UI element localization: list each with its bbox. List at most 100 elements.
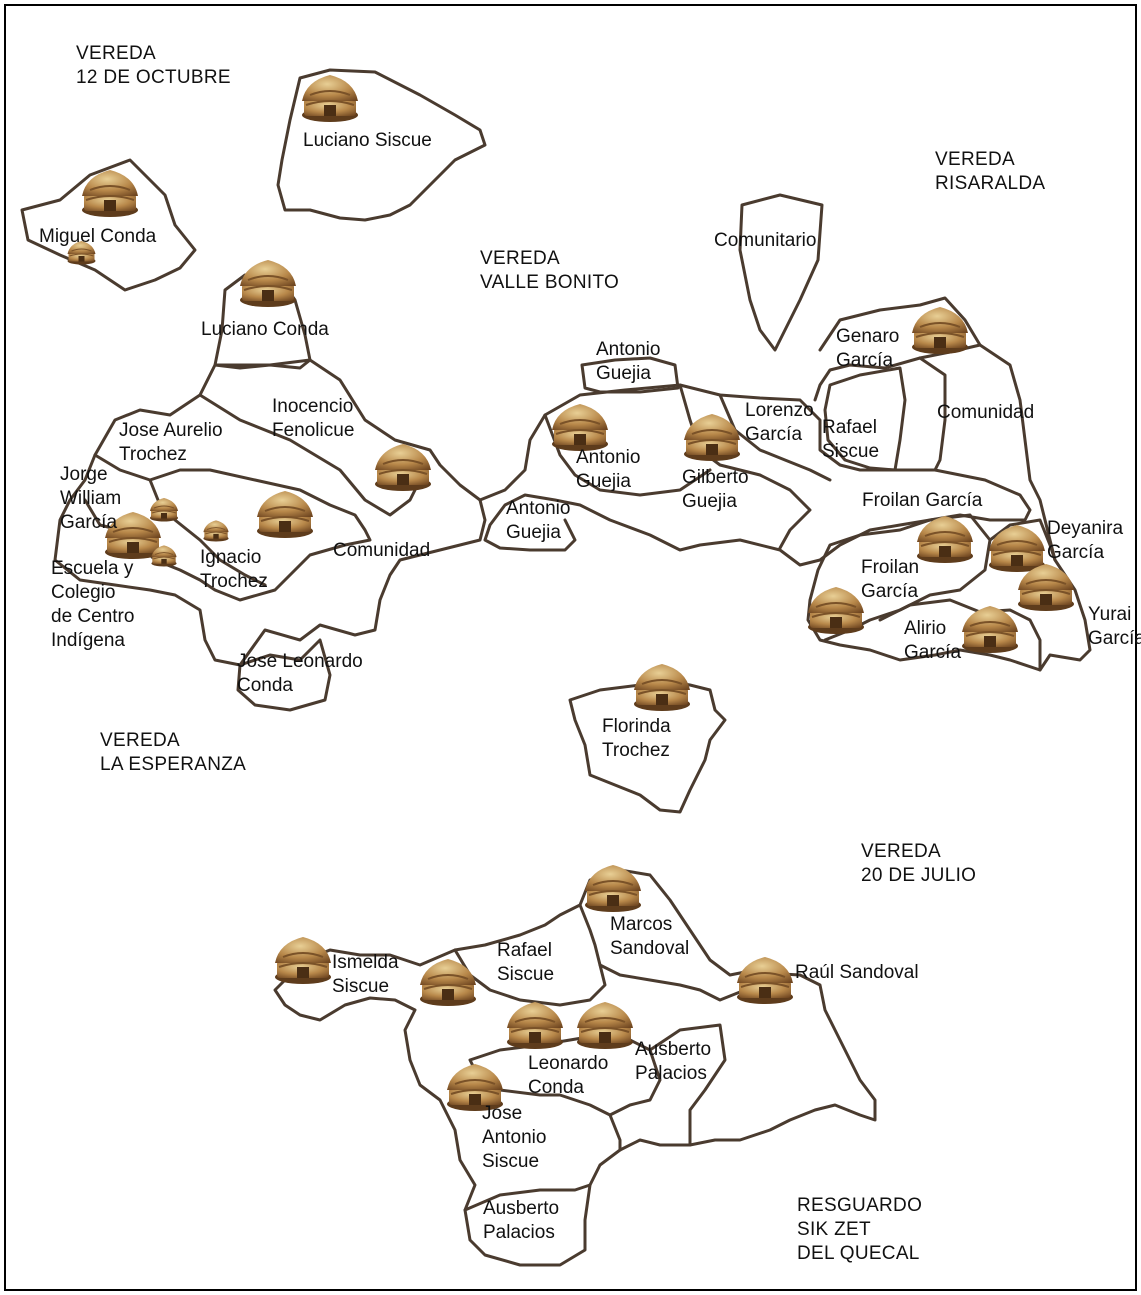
plot-label-miguel-conda: Miguel Conda [39, 225, 156, 249]
plot-label-line: de Centro [51, 606, 135, 627]
plot-label-line: Trochez [602, 740, 670, 761]
region-label-12-de-octubre: VEREDA 12 DE OCTUBRE [76, 42, 231, 90]
region-line: SIK ZET [797, 1219, 871, 1240]
boundary-deyanira [988, 518, 1057, 562]
plot-label-line: Ausberto [635, 1039, 712, 1060]
plot-label-line: Conda [528, 1077, 584, 1098]
plot-label-luciano-conda: Luciano Conda [201, 318, 329, 342]
region-line: VEREDA [861, 841, 941, 862]
plot-label-line: Guejia [506, 522, 561, 543]
plot-label-line: Guejia [596, 363, 651, 384]
boundary-comunidad-ne [918, 356, 947, 472]
plot-label-comunidad: Comunidad [333, 539, 430, 563]
plot-label-line: Trochez [200, 571, 268, 592]
region-line: VALLE BONITO [480, 272, 620, 293]
plot-label-line: Comunitario [714, 230, 817, 251]
hut-icon [274, 936, 332, 985]
plot-label-line: Sandoval [610, 938, 690, 959]
region-label-valle-bonito: VEREDA VALLE BONITO [480, 247, 619, 295]
region-line: RESGUARDO [797, 1195, 923, 1216]
plot-label-comunitario: Comunitario [714, 229, 816, 253]
boundary-west-cluster [53, 358, 487, 667]
plot-label-line: Antonio [576, 447, 641, 468]
boundary-antonio-guejia-top [580, 356, 680, 394]
plot-label-line: Gilberto [682, 467, 749, 488]
region-line: VEREDA [76, 43, 156, 64]
hut-icon [988, 524, 1046, 573]
plot-label-line: Alirio [904, 618, 947, 639]
hut-icon [81, 169, 139, 218]
plot-label-line: Palacios [483, 1222, 555, 1243]
plot-label-line: Guejia [576, 471, 631, 492]
plot-label-line: Ausberto [483, 1198, 560, 1219]
plot-label-froilan-garcia: Froilan García [862, 489, 982, 513]
plot-label-line: Florinda [602, 716, 671, 737]
plot-label-line: Antonio [596, 339, 661, 360]
plot-label-line: Fenolicue [272, 420, 355, 441]
plot-label-line: Marcos [610, 914, 673, 935]
plot-label-line: García [861, 581, 919, 602]
map-frame [4, 4, 1137, 1291]
boundary-rafael-siscue-s [453, 903, 607, 1007]
plot-label-line: Froilan García [862, 490, 983, 511]
hut-icon [736, 956, 794, 1005]
hut-icon [301, 74, 359, 123]
hut-icon [202, 519, 230, 542]
plot-label-line: García [1088, 628, 1141, 649]
plot-label-line: Siscue [482, 1151, 540, 1172]
plot-label-line: Siscue [497, 964, 555, 985]
plot-label-line: Yurai [1088, 604, 1132, 625]
plot-label-line: Rafael [822, 417, 877, 438]
boundary-south-cluster [273, 868, 877, 1267]
plot-label-line: Comunidad [937, 402, 1035, 423]
region-label-la-esperanza: VEREDA LA ESPERANZA [100, 729, 246, 777]
plot-label-line: García [1047, 542, 1105, 563]
region-label-20-de-julio: VEREDA 20 DE JULIO [861, 840, 976, 888]
plot-label-line: García [904, 642, 962, 663]
plot-label-line: Guejia [682, 491, 737, 512]
hut-icon [419, 958, 477, 1007]
plot-label-line: Siscue [822, 441, 880, 462]
plot-label-line: Colegio [51, 582, 116, 603]
plot-label-line: García [60, 512, 118, 533]
plot-label-line: Deyanira [1047, 518, 1124, 539]
plot-label-line: Antonio [482, 1127, 547, 1148]
plot-label-line: Antonio [506, 498, 571, 519]
hut-icon [239, 259, 297, 308]
boundary-jose-antonio-2 [608, 1113, 622, 1152]
boundary-ne-outer [806, 343, 1092, 672]
boundary-antonio-guejia-mid [543, 413, 712, 497]
plot-label-line: Indígena [51, 630, 125, 651]
plot-label-line: García [836, 350, 894, 371]
plot-label-line: Ismelda [332, 952, 399, 973]
plot-label-line: Miguel Conda [39, 226, 157, 247]
boundary-jose-leonardo [236, 638, 332, 712]
plot-label-line: Luciano Conda [201, 319, 329, 340]
hut-icon [506, 1001, 564, 1050]
region-line: VEREDA [100, 730, 180, 751]
plot-label-line: Jorge [60, 464, 108, 485]
plot-label-line: Jose Leonardo [237, 651, 363, 672]
hut-icon [374, 443, 432, 492]
plot-label-line: Lorenzo [745, 400, 814, 421]
hut-icon [256, 490, 314, 539]
hut-icon [807, 586, 865, 635]
